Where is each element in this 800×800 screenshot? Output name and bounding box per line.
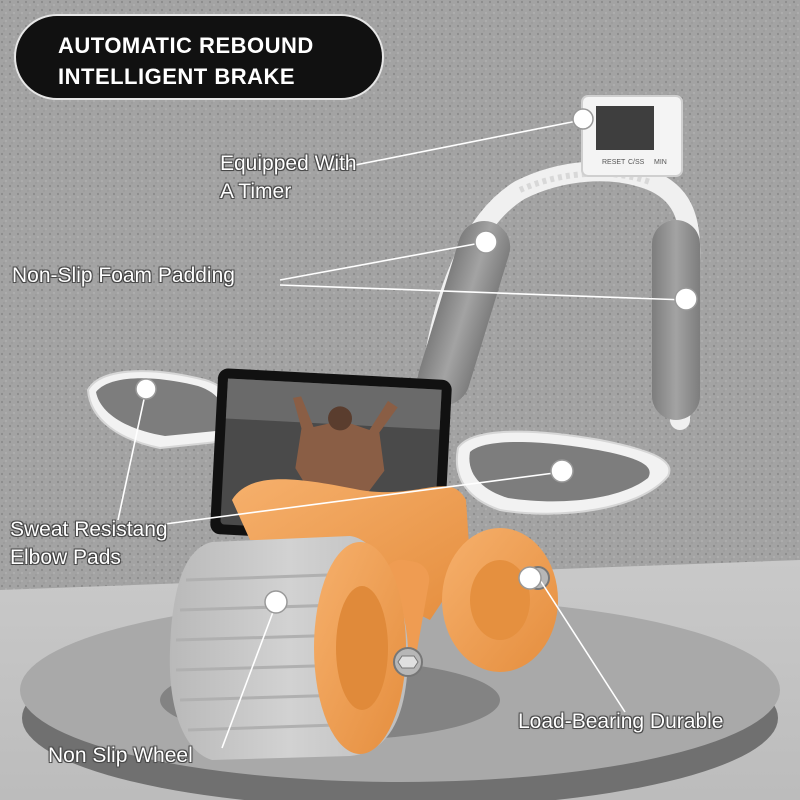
timer-screen [596, 106, 654, 150]
callout-timer-line-1: Equipped With [220, 152, 357, 175]
right-foam-grip [652, 220, 700, 420]
rear-wheel [442, 528, 558, 672]
badge-line-2: INTELLIGENT BRAKE [58, 64, 296, 89]
callout-load-bearing: Load-Bearing Durable [518, 708, 723, 736]
callout-non-slip-wheel: Non Slip Wheel [48, 742, 193, 770]
athlete-figure [293, 396, 398, 507]
callout-timer: Equipped With A Timer [220, 150, 357, 206]
callout-dots [135, 108, 698, 614]
callout-timer-line-2: A Timer [220, 180, 292, 203]
callout-foam-padding: Non-Slip Foam Padding [12, 262, 235, 290]
axle-bolt-front [393, 647, 423, 677]
timer-device: RESET C/SS MIN [581, 95, 683, 177]
headline-badge: AUTOMATIC REBOUND INTELLIGENT BRAKE [14, 14, 384, 100]
callout-wheel-line-1: Non Slip Wheel [48, 744, 193, 767]
badge-line-1: AUTOMATIC REBOUND [58, 33, 314, 58]
front-wheel [169, 536, 409, 760]
callout-load-line-1: Load-Bearing Durable [518, 710, 724, 733]
callout-elbow-line-1: Sweat Resistang [10, 518, 168, 541]
timer-button-min: MIN [654, 159, 667, 166]
timer-button-css: C/SS [628, 159, 645, 166]
callout-elbow-line-2: Elbow Pads [10, 546, 121, 569]
callout-foam-line-1: Non-Slip Foam Padding [12, 264, 235, 287]
left-elbow-pad [86, 370, 238, 450]
left-foam-grip [417, 221, 511, 405]
timer-button-reset: RESET [602, 159, 626, 166]
callout-leader-lines [117, 119, 687, 749]
callout-elbow-pads: Sweat Resistang Elbow Pads [10, 516, 168, 572]
